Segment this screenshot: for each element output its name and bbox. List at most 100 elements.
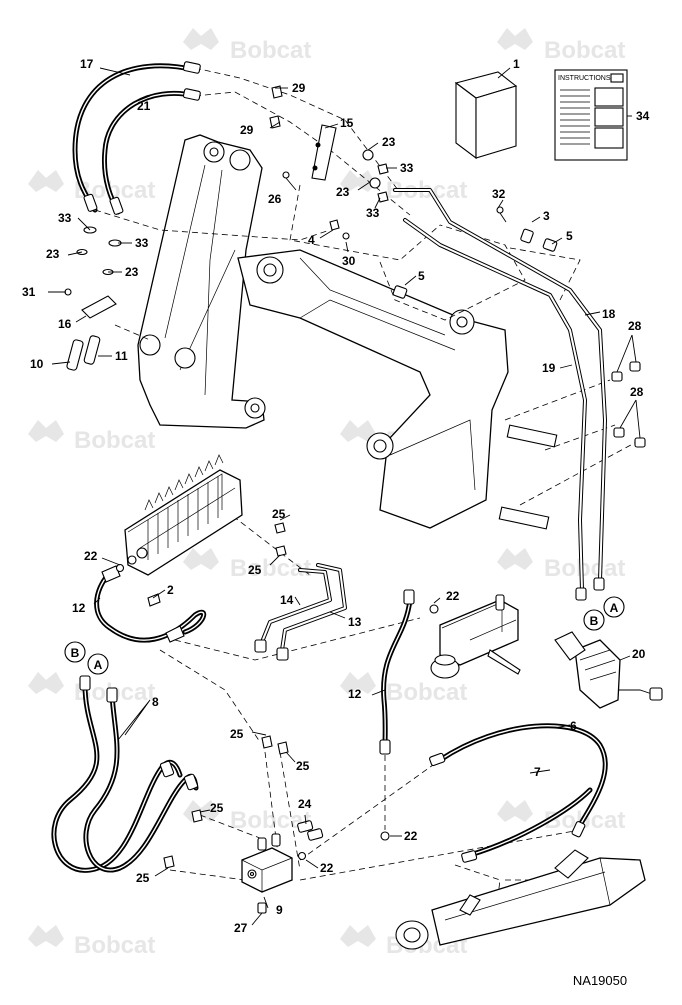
callout-24: 24 [298, 797, 312, 811]
watermark-text: Bobcat [386, 679, 467, 706]
fitting-24 [297, 820, 314, 833]
bobcat-logo-icon [183, 548, 219, 570]
callout-3: 3 [543, 209, 550, 223]
port-b-top: B [583, 609, 605, 631]
callout-8: 8 [152, 695, 159, 709]
callout-6: 6 [570, 719, 577, 733]
callout-5: 5 [566, 229, 573, 243]
tube-19 [403, 218, 587, 592]
tube-fitting [593, 577, 605, 591]
bolt-27 [257, 902, 267, 914]
instructions-title: INSTRUCTIONS [558, 75, 611, 82]
hose-6 [437, 723, 608, 828]
pivot-boss [229, 149, 251, 171]
leader-lines [48, 67, 641, 926]
hose-12-right [379, 589, 415, 755]
bobcat-logo-icon [28, 925, 64, 947]
port-a-left: A [87, 653, 109, 675]
callout-23: 23 [382, 135, 396, 149]
tube-fitting [575, 587, 587, 601]
callout-29: 29 [240, 123, 254, 137]
callout-23: 23 [46, 247, 60, 261]
callout-12: 12 [72, 601, 86, 615]
coupler-11 [83, 335, 101, 365]
hose-fitting [571, 821, 586, 838]
callout-32: 32 [492, 187, 506, 201]
watermark-text: Bobcat [544, 37, 625, 64]
callout-28: 28 [628, 319, 642, 333]
pivot-bore [263, 263, 277, 277]
clamp-5 [392, 285, 408, 299]
hose-fitting [159, 760, 175, 778]
hose-fitting [429, 752, 446, 767]
callout-numbers: 17 21 1 34 29 29 15 23 33 23 33 26 4 30 … [22, 57, 650, 935]
callout-18: 18 [602, 307, 616, 321]
loader-arm [137, 134, 509, 529]
callout-22: 22 [320, 861, 334, 875]
callout-30: 30 [342, 254, 356, 268]
bracket-15 [311, 124, 337, 181]
callout-12: 12 [348, 687, 362, 701]
clip-28 [634, 437, 646, 448]
control-valve [124, 454, 243, 576]
callout-27: 27 [234, 921, 248, 935]
fitting-25 [274, 522, 286, 534]
tube-fitting [276, 647, 289, 661]
hose-fitting [109, 196, 124, 215]
port-a-top: A [603, 596, 625, 618]
instructions-panel [594, 87, 624, 107]
pivot-bore [373, 439, 387, 453]
clamp-5 [542, 238, 558, 252]
callout-13: 13 [348, 615, 362, 629]
watermark-text: Bobcat [544, 555, 625, 582]
clip-28 [629, 361, 641, 372]
fitting-25 [191, 809, 203, 823]
callout-25: 25 [136, 871, 150, 885]
watermark-text: Bobcat [74, 427, 155, 454]
port-label: A [94, 658, 103, 672]
clamp-block [498, 506, 550, 530]
hose-12-left [94, 565, 207, 643]
callout-10: 10 [30, 357, 44, 371]
callout-29: 29 [292, 81, 306, 95]
callout-25: 25 [272, 507, 286, 521]
hose-fitting [101, 565, 121, 583]
bobcat-logo-icon [497, 548, 533, 570]
fittings-left [64, 226, 122, 371]
callout-9: 9 [276, 903, 283, 917]
bobcat-logo-icon [28, 170, 64, 192]
hose-fitting [403, 589, 415, 605]
callout-15: 15 [340, 116, 354, 130]
callout-20: 20 [632, 647, 646, 661]
tube-fitting [254, 639, 267, 653]
clip-28 [611, 371, 623, 382]
hose-fitting [165, 625, 185, 643]
callout-22: 22 [446, 589, 460, 603]
callout-23: 23 [125, 265, 139, 279]
callout-19: 19 [542, 361, 556, 375]
connector-plug [649, 687, 663, 701]
tube-14 [260, 568, 332, 644]
plug-22 [429, 604, 439, 614]
hose-8-outer [51, 682, 183, 873]
lift-arm-upright [137, 134, 265, 429]
callout-33: 33 [366, 206, 380, 220]
pivot-bore [209, 147, 219, 157]
callout-33: 33 [400, 161, 414, 175]
arm-panel-lines [299, 257, 476, 491]
hose-21 [101, 88, 201, 215]
hose-8-inner [83, 692, 199, 873]
callout-34: 34 [636, 109, 650, 123]
bobcat-logo-icon [340, 170, 376, 192]
fitting-25 [277, 741, 289, 755]
callout-26: 26 [268, 192, 282, 206]
nut-4 [329, 219, 340, 231]
port-label: B [590, 614, 599, 628]
port-label: A [610, 601, 619, 615]
pivot-bore [456, 316, 468, 328]
callout-2: 2 [167, 583, 174, 597]
instructions-34: INSTRUCTIONS [554, 69, 628, 161]
hose-fitting [106, 687, 118, 703]
tube-13 [280, 563, 347, 652]
clamp-block [506, 424, 558, 448]
